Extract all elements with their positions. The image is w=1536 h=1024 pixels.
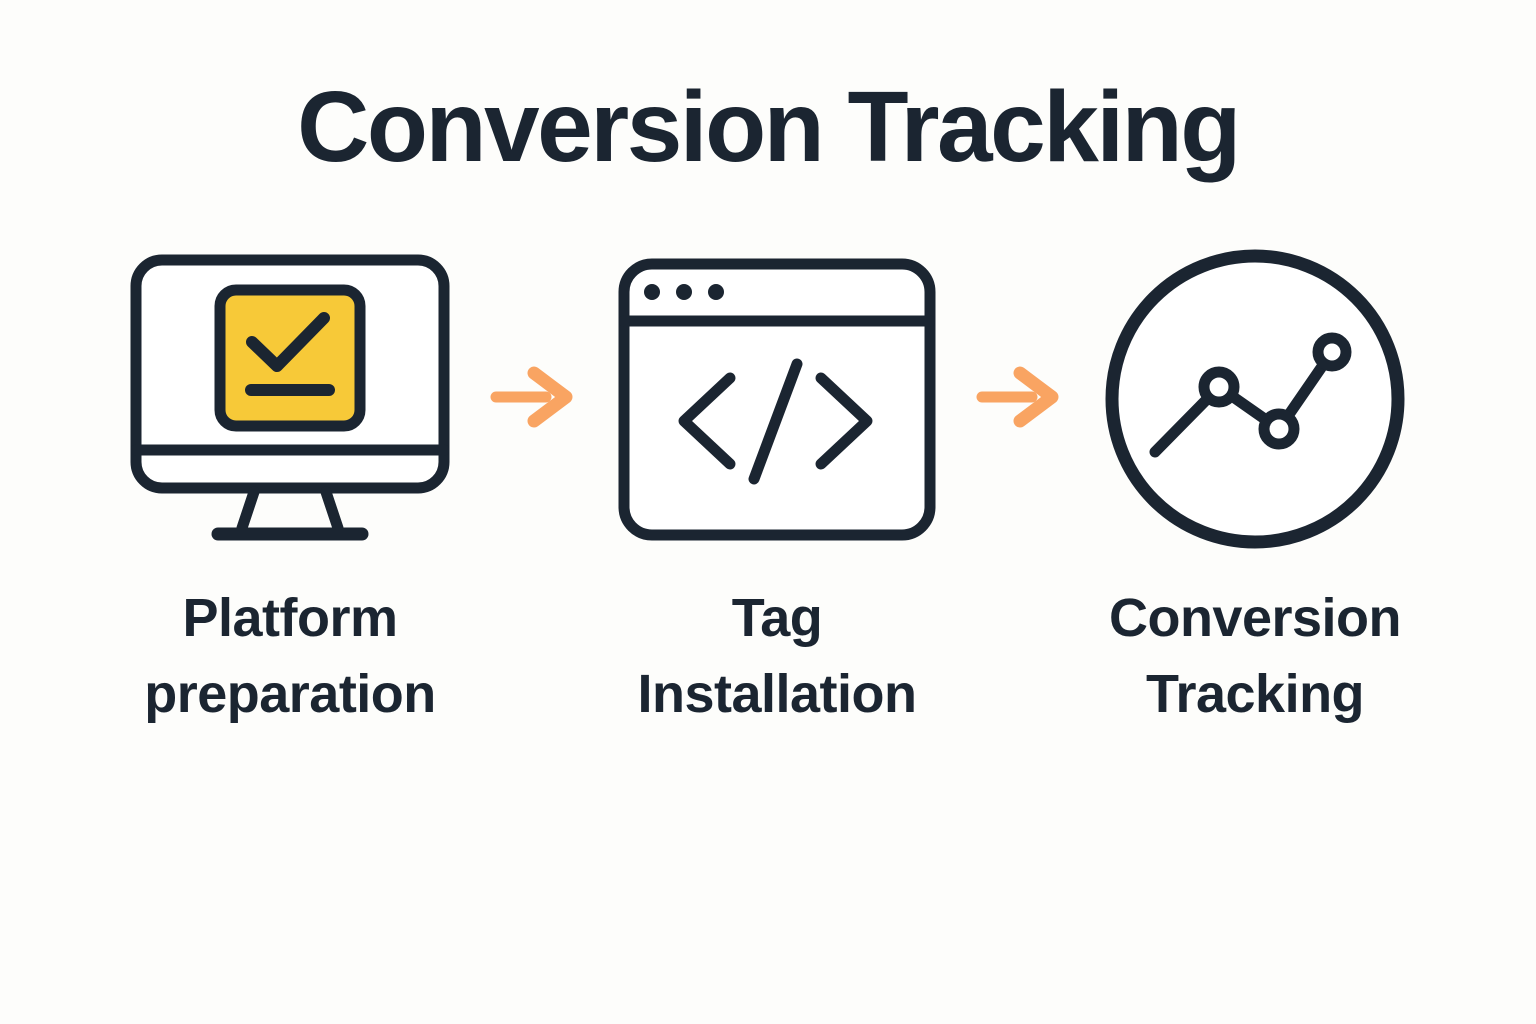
arrow-right-icon-svg — [490, 366, 573, 428]
chart-line-icon-svg — [1105, 249, 1405, 549]
browser-code-icon — [618, 248, 936, 550]
process-flow: Platform preparation — [130, 248, 1406, 732]
monitor-check-icon — [130, 248, 450, 550]
arrow-right-icon — [974, 365, 1066, 434]
chart-line-icon — [1104, 248, 1406, 550]
step-label-line: Tag — [731, 588, 823, 648]
step-label-tag-installation: Tag Installation — [637, 580, 917, 732]
browser-code-icon-svg — [618, 258, 936, 540]
page-title: Conversion Tracking — [297, 71, 1241, 183]
step-label-line: preparation — [144, 664, 436, 724]
step-label-line: Tracking — [1145, 664, 1365, 724]
step-label-line: Conversion — [1108, 588, 1402, 648]
arrow-right-icon — [488, 365, 580, 434]
step-label-platform-preparation: Platform preparation — [144, 580, 436, 732]
arrow-right-icon-svg — [976, 366, 1059, 428]
step-label-line: Installation — [637, 664, 917, 724]
step-platform-preparation: Platform preparation — [130, 248, 450, 732]
step-label-conversion-tracking: Conversion Tracking — [1108, 580, 1402, 732]
monitor-check-icon-svg — [130, 254, 450, 541]
step-tag-installation: Tag Installation — [618, 248, 936, 732]
step-conversion-tracking: Conversion Tracking — [1104, 248, 1406, 732]
step-label-line: Platform — [182, 588, 398, 648]
